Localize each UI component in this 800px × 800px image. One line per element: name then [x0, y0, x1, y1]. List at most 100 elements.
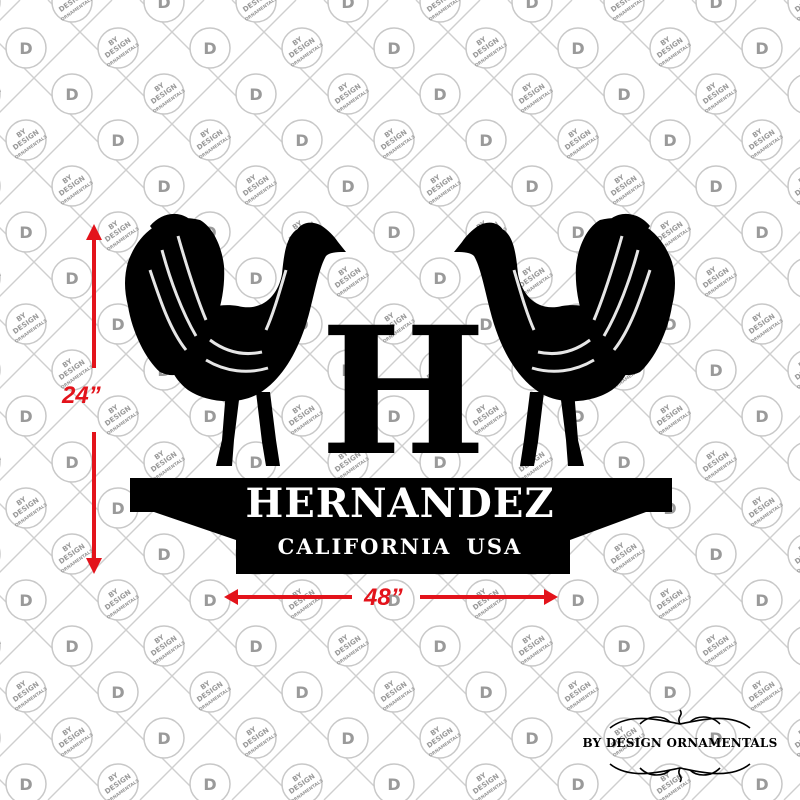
rooster-left-icon [125, 213, 346, 466]
svg-text:D: D [525, 729, 538, 748]
svg-text:D: D [617, 453, 630, 472]
bd-monogram-icon: D [189, 763, 231, 800]
svg-text:D: D [479, 683, 492, 702]
svg-text:D: D [19, 775, 32, 794]
bd-monogram-icon: D [51, 441, 93, 483]
bd-monogram-icon: D [649, 671, 691, 713]
svg-text:D: D [387, 39, 400, 58]
svg-text:BY: BY [797, 173, 800, 186]
svg-text:D: D [111, 315, 124, 334]
bd-monogram-icon: D [741, 211, 783, 253]
bd-monogram-icon: D [695, 0, 737, 23]
height-dimension-arrow [86, 224, 102, 574]
svg-text:D: D [709, 361, 722, 380]
bd-monogram-icon: D [465, 119, 507, 161]
bd-monogram-icon: D [235, 73, 277, 115]
bd-monogram-icon: D [511, 0, 553, 23]
svg-text:D: D [295, 131, 308, 150]
bd-monogram-icon: D [649, 119, 691, 161]
bd-monogram-icon: D [143, 533, 185, 575]
svg-text:D: D [433, 453, 446, 472]
height-dimension-label: 24” [62, 382, 101, 409]
bd-monogram-icon: D [741, 27, 783, 69]
svg-text:D: D [111, 131, 124, 150]
svg-text:D: D [709, 0, 722, 12]
svg-text:D: D [295, 683, 308, 702]
bd-monogram-icon: D [695, 349, 737, 391]
svg-text:D: D [387, 775, 400, 794]
bd-monogram-icon: D [373, 27, 415, 69]
bd-monogram-icon: D [97, 671, 139, 713]
bd-monogram-icon: D [327, 349, 369, 391]
bd-monogram-icon: D [695, 533, 737, 575]
svg-text:D: D [755, 407, 768, 426]
svg-text:D: D [433, 637, 446, 656]
bd-monogram-icon: D [235, 625, 277, 667]
svg-text:D: D [203, 407, 216, 426]
bd-monogram-icon: D [787, 74, 800, 114]
brand-signature: BY DESIGN ORNAMENTALS [580, 706, 780, 786]
svg-text:D: D [479, 131, 492, 150]
width-dimension-arrow [224, 589, 558, 605]
svg-text:D: D [755, 39, 768, 58]
bd-monogram-icon: D [189, 579, 231, 621]
svg-text:D: D [433, 85, 446, 104]
svg-text:D: D [157, 729, 170, 748]
sign-monogram-initial: H [320, 288, 487, 495]
bd-monogram-icon: D [51, 73, 93, 115]
bd-monogram-icon: D [281, 119, 323, 161]
bd-monogram-icon: D [603, 73, 645, 115]
svg-text:D: D [709, 545, 722, 564]
bd-monogram-icon: D [419, 73, 461, 115]
bd-monogram-icon: D [5, 763, 47, 800]
brand-name: BY DESIGN ORNAMENTALS [582, 736, 778, 750]
svg-text:D: D [19, 591, 32, 610]
svg-text:D: D [663, 131, 676, 150]
bd-monogram-icon: D [143, 0, 185, 23]
svg-text:D: D [65, 269, 78, 288]
svg-text:D: D [65, 637, 78, 656]
sign-plaque [130, 478, 672, 574]
svg-text:D: D [525, 0, 538, 12]
svg-text:D: D [571, 223, 584, 242]
svg-text:D: D [249, 637, 262, 656]
svg-text:D: D [249, 453, 262, 472]
bd-monogram-icon: D [511, 165, 553, 207]
bd-monogram-icon: D [787, 442, 800, 482]
svg-text:D: D [755, 223, 768, 242]
svg-text:D: D [341, 0, 354, 12]
svg-text:D: D [433, 269, 446, 288]
svg-text:D: D [571, 591, 584, 610]
svg-text:D: D [709, 177, 722, 196]
